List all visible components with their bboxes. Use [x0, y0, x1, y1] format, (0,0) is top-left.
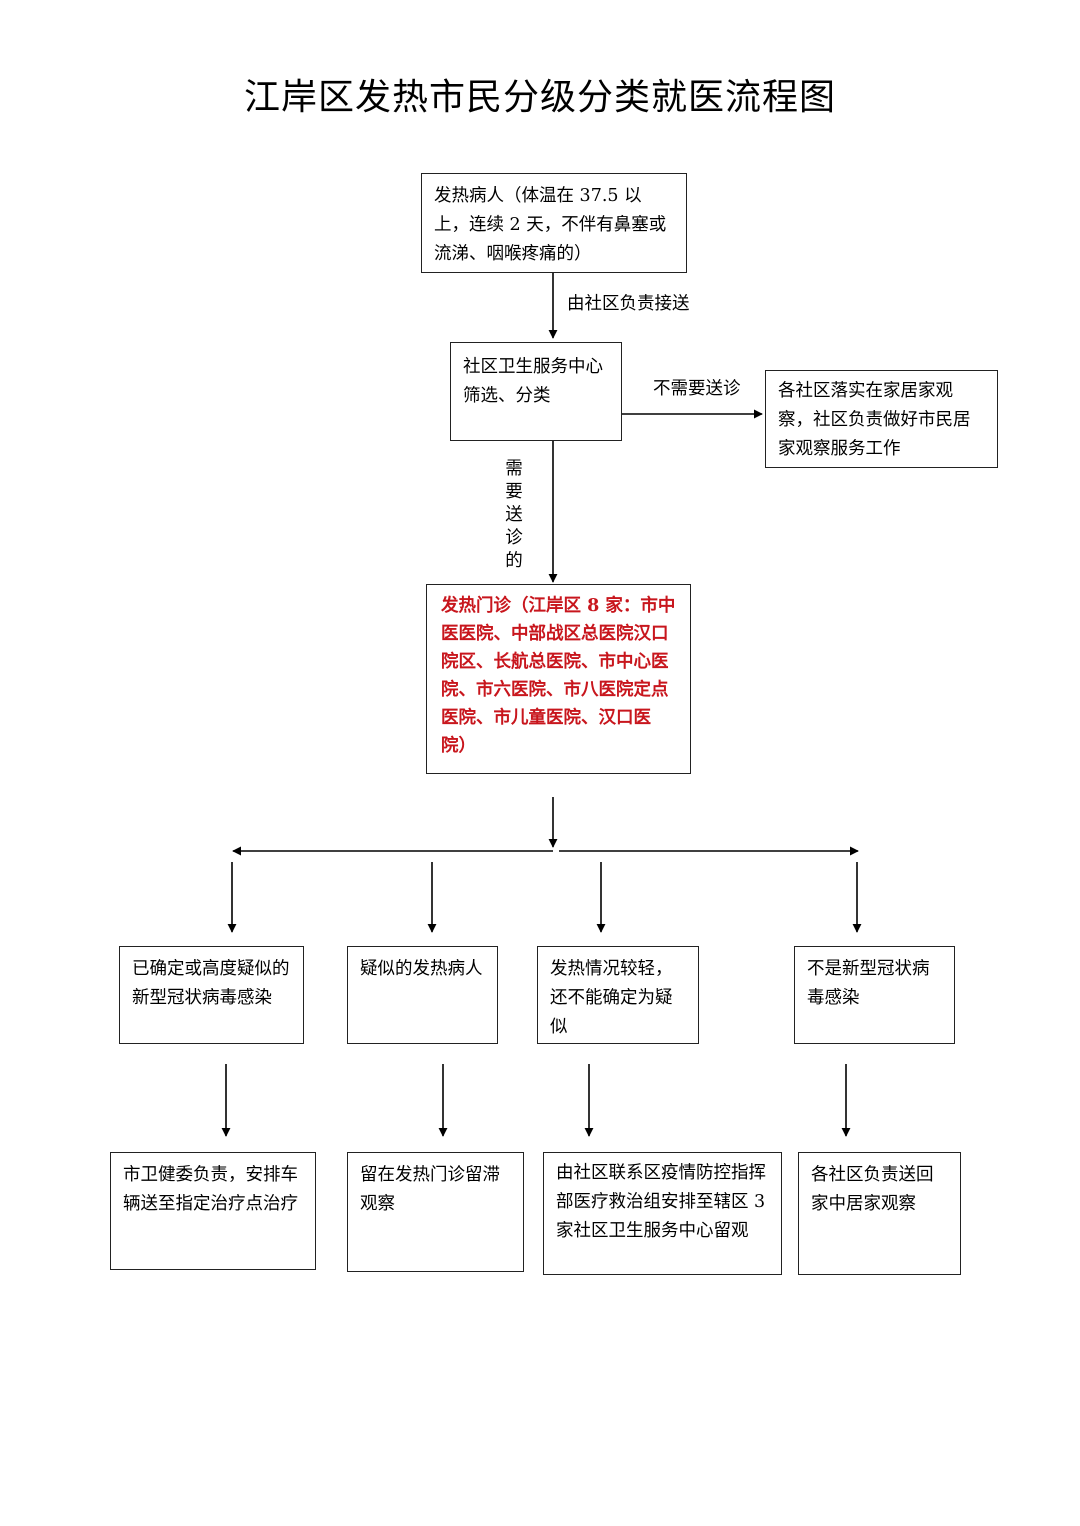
node-outcome-home-observation: 各社区负责送回家中居家观察 [798, 1152, 961, 1275]
page-title: 江岸区发热市民分级分类就医流程图 [243, 77, 836, 118]
node-confirmed-case: 已确定或高度疑似的新型冠状病毒感染 [119, 946, 304, 1044]
node-suspected-case: 疑似的发热病人 [347, 946, 498, 1044]
node-not-covid: 不是新型冠状病毒感染 [794, 946, 955, 1044]
node-outcome-clinic-observation: 留在发热门诊留滞观察 [347, 1152, 524, 1272]
node-fever-clinic: 发热门诊（江岸区 8 家：市中医医院、中部战区总医院汉口院区、长航总医院、市中心… [426, 584, 691, 774]
node-fever-patient: 发热病人（体温在 37.5 以上，连续 2 天，不伴有鼻塞或流涕、咽喉疼痛的） [421, 173, 687, 273]
node-mild-case: 发热情况较轻，还不能确定为疑似 [537, 946, 699, 1044]
node-outcome-community-observation: 由社区联系区疫情防控指挥部医疗救治组安排至辖区 3 家社区卫生服务中心留观 [543, 1152, 782, 1275]
node-outcome-treatment: 市卫健委负责，安排车辆送至指定治疗点治疗 [110, 1152, 316, 1270]
node-home-observation: 各社区落实在家居家观察，社区负责做好市民居家观察服务工作 [765, 370, 998, 468]
label-need-referral: 需要送诊的 [505, 459, 523, 571]
node-screening: 社区卫生服务中心筛选、分类 [450, 342, 622, 441]
label-community-transport: 由社区负责接送 [567, 294, 690, 314]
label-no-referral: 不需要送诊 [653, 379, 741, 399]
